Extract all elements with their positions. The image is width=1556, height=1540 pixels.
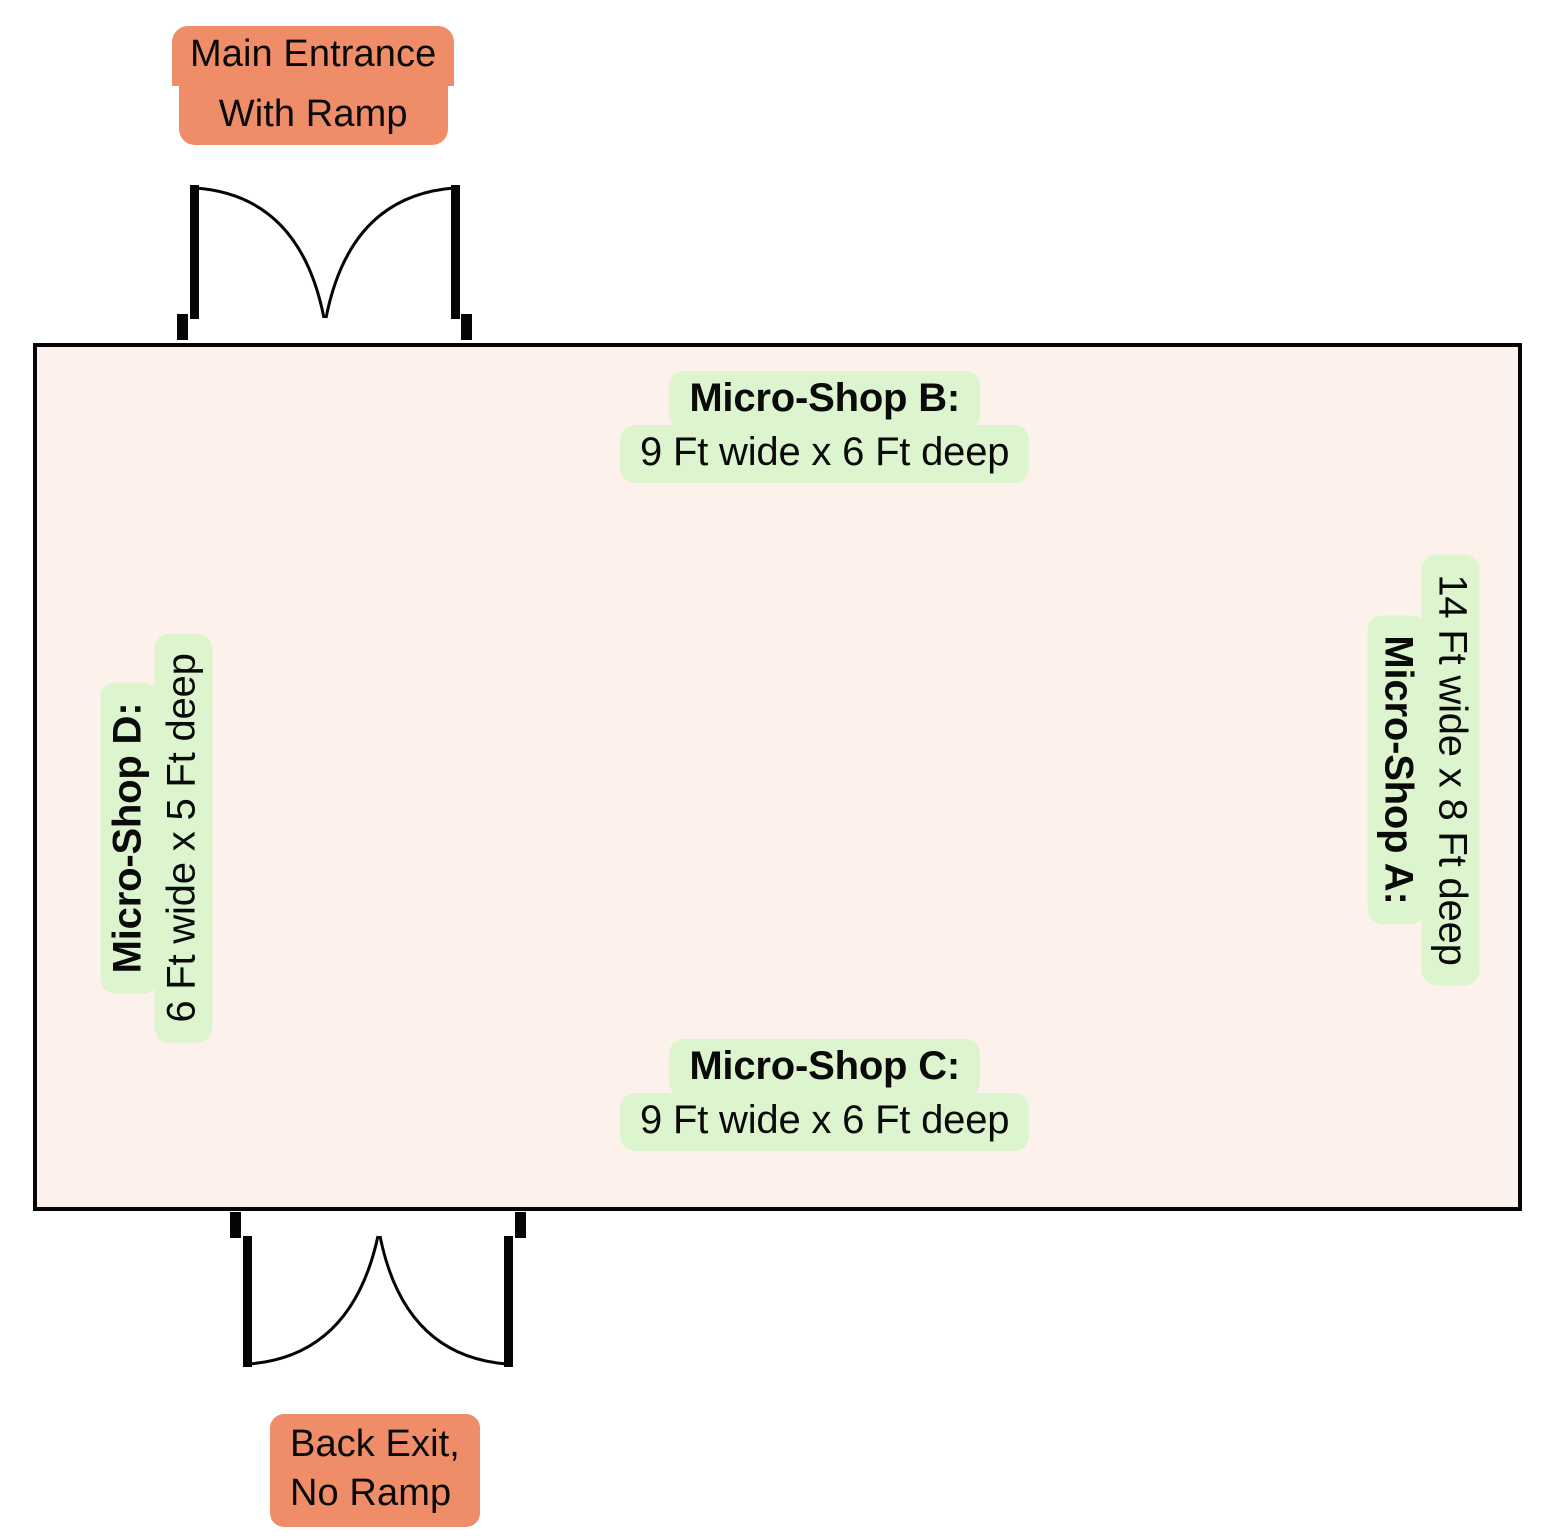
back-exit-left-leaf — [243, 1236, 252, 1367]
shop-label-c: Micro-Shop C: 9 Ft wide x 6 Ft deep — [620, 1039, 1030, 1151]
back-exit-door — [230, 1212, 526, 1367]
shop-b-dims-row: 9 Ft wide x 6 Ft deep — [620, 424, 1030, 483]
main-entrance-left-swing-arc — [195, 186, 326, 319]
shop-d-dimensions: 6 Ft wide x 5 Ft deep — [154, 633, 212, 1043]
shop-label-b: Micro-Shop B: 9 Ft wide x 6 Ft deep — [620, 371, 1030, 483]
back-exit-left-jamb — [230, 1212, 241, 1238]
back-exit-label-line-2: No Ramp — [290, 1471, 452, 1514]
main-entrance-right-jamb — [461, 314, 472, 340]
shop-b-title-row: Micro-Shop B: — [620, 371, 1029, 429]
shop-a-dims-row: 14 Ft wide x 8 Ft deep — [1421, 554, 1480, 986]
back-exit-right-leaf — [504, 1236, 513, 1367]
shop-b-dimensions: 9 Ft wide x 6 Ft deep — [620, 424, 1030, 483]
main-entrance-left-jamb — [177, 314, 188, 340]
shop-b-title: Micro-Shop B: — [669, 371, 981, 429]
back-exit-right-jamb — [515, 1212, 526, 1238]
shop-d-title: Micro-Shop D: — [100, 682, 159, 994]
shop-a-title-row: Micro-Shop A: — [1368, 554, 1426, 985]
back-exit-label: Back Exit, No Ramp — [270, 1414, 480, 1528]
main-entrance-label-line-1: Main Entrance — [172, 26, 455, 86]
main-entrance-label-line-2: With Ramp — [178, 85, 448, 146]
main-entrance-door — [177, 185, 472, 340]
shop-c-title: Micro-Shop C: — [669, 1039, 981, 1097]
main-entrance-label: Main Entrance With Ramp — [172, 26, 455, 146]
shop-d-title-row: Micro-Shop D: — [100, 633, 159, 1042]
shop-c-title-row: Micro-Shop C: — [620, 1039, 1029, 1097]
shop-d-dims-row: 6 Ft wide x 5 Ft deep — [154, 633, 212, 1043]
shop-label-d: Micro-Shop D: 6 Ft wide x 5 Ft deep — [55, 553, 255, 1123]
main-entrance-right-leaf — [451, 185, 460, 319]
shop-c-dims-row: 9 Ft wide x 6 Ft deep — [620, 1092, 1030, 1151]
back-exit-label-line-1: Back Exit, — [290, 1423, 460, 1465]
shop-label-a: 14 Ft wide x 8 Ft deep Micro-Shop A: — [1325, 485, 1525, 1055]
shop-d-rotated-block: Micro-Shop D: 6 Ft wide x 5 Ft deep — [100, 633, 212, 1043]
main-entrance-left-leaf — [190, 185, 199, 319]
shop-c-dimensions: 9 Ft wide x 6 Ft deep — [620, 1092, 1030, 1151]
back-exit-left-swing-arc — [248, 1235, 380, 1366]
back-exit-right-swing-arc — [378, 1235, 508, 1366]
shop-a-title: Micro-Shop A: — [1368, 615, 1426, 925]
shop-a-dimensions: 14 Ft wide x 8 Ft deep — [1421, 554, 1480, 986]
main-entrance-right-swing-arc — [324, 186, 455, 319]
shop-a-rotated-block: 14 Ft wide x 8 Ft deep Micro-Shop A: — [1368, 554, 1480, 986]
